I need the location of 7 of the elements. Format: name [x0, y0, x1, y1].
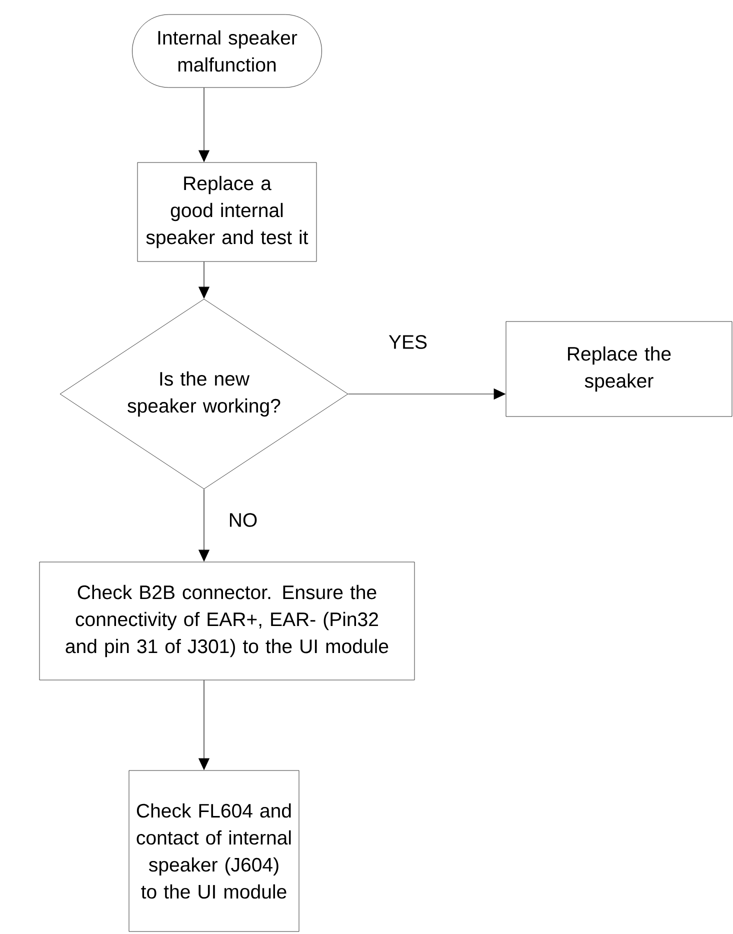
start-terminal: Internal speaker malfunction [132, 14, 322, 88]
process-box: Replace the speaker [506, 321, 732, 417]
edge-label: YES [387, 334, 428, 350]
process-box: Check FL604 and contact of internal speaker (J604) to the UI module [128, 770, 300, 932]
edge-label: NO [227, 512, 259, 528]
process-box: Replace a good internal speaker and test it [137, 162, 317, 262]
process-box: Check B2B connector. Ensure the connectivity of EAR+, EAR- (Pin32 and pin 31 of J301) to the UI module [39, 562, 415, 680]
